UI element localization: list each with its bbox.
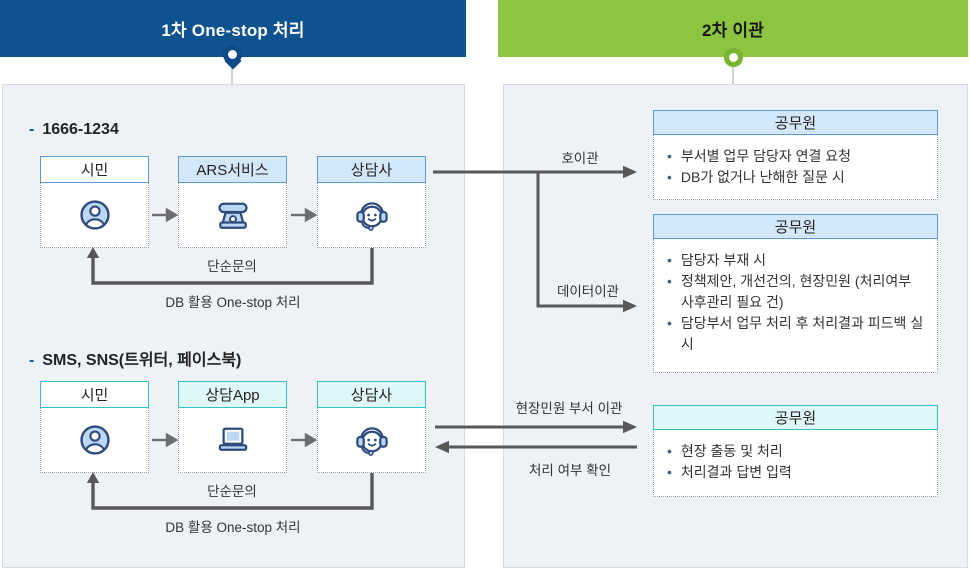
label-simple-inquiry-2: 단순문의 (207, 484, 257, 499)
section-label-sns: SMS, SNS(트위터, 페이스북) (29, 346, 241, 370)
node-label: 상담App (178, 381, 287, 408)
node-label: ARS서비스 (178, 156, 287, 183)
bullet-item: 담당자 부재 시 (667, 250, 924, 271)
node-icon-area (317, 408, 426, 473)
bullet-item: DB가 없거나 난해한 질문 시 (667, 167, 924, 188)
bullet-item: 부서별 업무 담당자 연결 요청 (667, 146, 924, 167)
laptop-icon (218, 427, 247, 451)
node-citizen-sns: 시민 (40, 381, 149, 473)
label-data-transfer: 데이터이관 (556, 284, 620, 299)
node-citizen-phone: 시민 (40, 156, 149, 248)
transfer-box-title: 공무원 (653, 405, 938, 430)
label-db-onestop-2: DB 활용 One-stop 처리 (165, 520, 301, 535)
transfer-box-content: 현장 출동 및 처리 처리결과 답변 입력 (653, 430, 938, 497)
phone-icon (217, 202, 248, 229)
transfer-box-content: 부서별 업무 담당자 연결 요청 DB가 없거나 난해한 질문 시 (653, 135, 938, 200)
bullet-item: 담당부서 업무 처리 후 처리결과 피드백 실시 (667, 313, 924, 355)
drop-line-secondary (732, 62, 734, 85)
headset-icon (355, 202, 388, 231)
node-icon-area (317, 183, 426, 248)
label-db-onestop-1: DB 활용 One-stop 처리 (165, 295, 301, 310)
node-counsel-app: 상담App (178, 381, 287, 473)
transfer-box-title: 공무원 (653, 214, 938, 239)
node-label: 시민 (40, 381, 149, 408)
person-icon (79, 425, 110, 455)
label-field-transfer: 현장민원 부서 이관 (515, 401, 623, 416)
drop-line-primary (231, 60, 233, 85)
label-simple-inquiry-1: 단순문의 (207, 259, 257, 274)
transfer-box-content: 담당자 부재 시 정책제안, 개선건의, 현장민원 (처리여부 사후관리 필요 … (653, 239, 938, 373)
section-label-phone: 1666-1234 (29, 121, 119, 139)
node-icon-area (178, 408, 287, 473)
node-agent-sns: 상담사 (317, 381, 426, 473)
label-call-transfer: 호이관 (561, 151, 599, 166)
person-icon (79, 200, 110, 230)
node-label: 시민 (40, 156, 149, 183)
bullet-item: 처리결과 답변 입력 (667, 462, 924, 483)
label-status-check: 처리 여부 확인 (528, 463, 612, 478)
transfer-box-data: 공무원 담당자 부재 시 정책제안, 개선건의, 현장민원 (처리여부 사후관리… (653, 214, 938, 373)
header-secondary: 2차 이관 (498, 0, 968, 57)
headset-icon (355, 427, 388, 456)
node-agent-phone: 상담사 (317, 156, 426, 248)
transfer-box-field: 공무원 현장 출동 및 처리 처리결과 답변 입력 (653, 405, 938, 497)
bullet-item: 현장 출동 및 처리 (667, 441, 924, 462)
node-label: 상담사 (317, 156, 426, 183)
node-icon-area (40, 408, 149, 473)
node-ars-service: ARS서비스 (178, 156, 287, 248)
node-label: 상담사 (317, 381, 426, 408)
transfer-box-call: 공무원 부서별 업무 담당자 연결 요청 DB가 없거나 난해한 질문 시 (653, 110, 938, 200)
bullet-item: 정책제안, 개선건의, 현장민원 (처리여부 사후관리 필요 건) (667, 271, 924, 313)
node-icon-area (40, 183, 149, 248)
transfer-box-title: 공무원 (653, 110, 938, 135)
node-icon-area (178, 183, 287, 248)
